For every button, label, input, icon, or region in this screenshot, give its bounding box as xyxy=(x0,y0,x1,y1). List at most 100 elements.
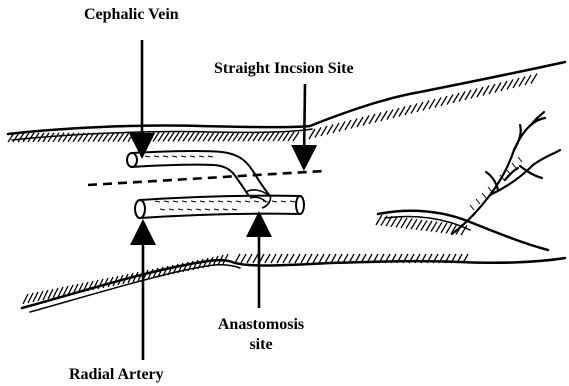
hatch-stroke xyxy=(248,132,254,141)
hatch-stroke xyxy=(411,219,417,229)
hatch-stroke xyxy=(168,132,174,141)
hatch-stroke xyxy=(453,93,459,103)
hatch-stroke xyxy=(33,292,38,302)
hatch-stroke xyxy=(223,132,229,141)
incision-site-arrow xyxy=(304,84,305,158)
hatch-stroke xyxy=(283,254,288,263)
hatch-stroke xyxy=(268,132,274,141)
anastomosis-label-line2: site xyxy=(208,335,314,355)
hatch-stroke xyxy=(369,114,375,124)
hatch-stroke xyxy=(289,254,294,263)
hatch-stroke xyxy=(63,133,69,142)
hatch-stroke xyxy=(53,133,59,142)
hatch-stroke xyxy=(228,132,234,141)
hatch-stroke xyxy=(345,120,351,130)
hatch-stroke xyxy=(435,98,441,108)
radial-artery-label: Radial Artery xyxy=(69,365,164,385)
hatch-stroke xyxy=(436,222,442,232)
hatch-stroke xyxy=(238,132,244,141)
hatch-stroke xyxy=(465,90,471,100)
hatch-stroke xyxy=(301,254,306,263)
hatch-stroke xyxy=(431,222,437,232)
hatch-stroke xyxy=(273,132,279,141)
hatch-stroke xyxy=(18,133,24,142)
hatch-stroke xyxy=(381,216,387,226)
hatch-stroke xyxy=(278,132,284,141)
hatch-stroke xyxy=(163,132,169,141)
hatch-stroke xyxy=(381,111,387,121)
hatch-stroke xyxy=(235,254,240,263)
hatch-stroke xyxy=(28,293,33,303)
hatch-stroke xyxy=(133,133,139,142)
hatch-stroke xyxy=(513,78,519,88)
hatch-stroke xyxy=(98,279,103,289)
hand-veins xyxy=(452,112,560,234)
hatch-stroke xyxy=(188,132,194,141)
hatch-stroke xyxy=(525,75,531,85)
hatch-stroke xyxy=(277,254,282,263)
hatch-stroke xyxy=(265,254,270,263)
hatch-stroke xyxy=(43,290,48,300)
hatch-stroke xyxy=(309,129,315,139)
hatch-stroke xyxy=(375,113,381,123)
hatch-stroke xyxy=(446,223,452,233)
hatch-stroke xyxy=(441,96,447,106)
hatch-stroke xyxy=(243,132,249,141)
hatch-stroke xyxy=(399,107,405,117)
hatch-stroke xyxy=(411,104,417,114)
hatch-stroke xyxy=(519,77,525,87)
hatch-stroke xyxy=(319,254,324,263)
hatch-stroke xyxy=(416,220,422,230)
hatch-stroke xyxy=(495,83,501,93)
hatch-stroke xyxy=(396,217,402,227)
hatch-stroke xyxy=(148,132,154,141)
hatch-stroke xyxy=(333,123,339,133)
hatch-stroke xyxy=(283,132,289,141)
hatch-stroke xyxy=(506,169,510,174)
thumb-outline xyxy=(378,211,548,250)
hatch-stroke xyxy=(518,157,522,162)
hatch-stroke xyxy=(512,163,516,168)
hatch-stroke xyxy=(405,105,411,115)
hatch-stroke xyxy=(253,132,259,141)
hatch-stroke xyxy=(271,254,276,263)
hatch-stroke xyxy=(470,205,474,210)
hatch-stroke xyxy=(391,217,397,227)
hatch-stroke xyxy=(68,133,74,142)
hatch-stroke xyxy=(393,108,399,118)
hatch-stroke xyxy=(213,132,219,141)
hatch-stroke xyxy=(193,132,199,141)
incision-line xyxy=(88,171,324,185)
hatch-stroke xyxy=(223,254,228,264)
hatch-stroke xyxy=(421,220,427,230)
radial-artery xyxy=(135,196,304,218)
hatch-stroke xyxy=(441,223,447,233)
anastomosis-site-label: Anastomosis site xyxy=(208,315,314,355)
hatch-stroke xyxy=(218,132,224,141)
hatch-stroke xyxy=(203,132,209,141)
hatch-stroke xyxy=(426,221,432,231)
hatch-stroke xyxy=(48,289,53,299)
incision-site-label: Straight Incsion Site xyxy=(214,59,354,79)
hatch-stroke xyxy=(123,133,129,142)
hatch-stroke xyxy=(417,102,423,112)
hatch-stroke xyxy=(387,110,393,120)
hatch-stroke xyxy=(313,254,318,263)
hatch-stroke xyxy=(482,193,486,198)
hatch-stroke xyxy=(198,132,204,141)
hatch-stroke xyxy=(429,99,435,109)
hatch-stroke xyxy=(128,133,134,142)
hatch-stroke xyxy=(143,133,149,142)
hatch-stroke xyxy=(325,254,330,263)
hatch-stroke xyxy=(315,128,321,138)
hatch-stroke xyxy=(178,132,184,141)
hatch-stroke xyxy=(58,133,64,142)
hatch-stroke xyxy=(208,132,214,141)
hatch-stroke xyxy=(53,288,58,298)
hatch-stroke xyxy=(531,74,537,84)
hatch-stroke xyxy=(447,95,453,105)
hatch-stroke xyxy=(295,254,300,263)
hatch-stroke xyxy=(247,254,252,263)
hatch-stroke xyxy=(406,219,412,229)
hatch-stroke xyxy=(288,132,294,141)
